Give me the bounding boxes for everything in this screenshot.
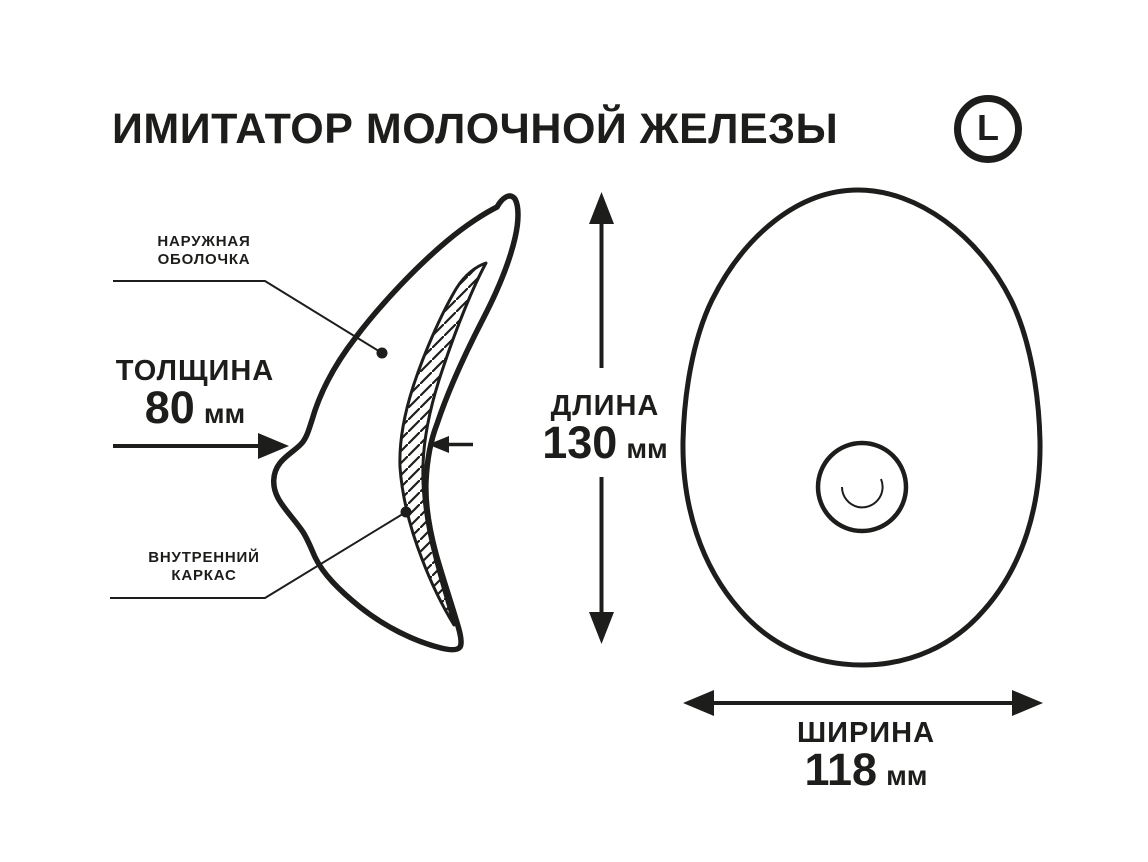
thickness-arrow [113,433,289,459]
width-dim-arrowhead-right [1012,690,1043,716]
inner-frame-leader-dot [400,506,412,518]
thickness-value-row: 80 мм [95,385,295,441]
length-dimension-text: ДЛИНА 130 мм [505,391,705,476]
inner-frame-label-line2: КАРКАС [171,567,237,584]
length-dimension [589,192,614,644]
outer-shell-leader-dot [376,347,388,359]
length-unit: мм [626,433,668,464]
length-dim-arrowhead-up [589,192,614,224]
nipple-circle [815,440,909,534]
width-dimension-text: ШИРИНА 118 мм [766,718,966,803]
length-label: ДЛИНА [550,390,660,422]
thickness-value: 80 [144,382,195,433]
inner-frame-label: ВНУТРЕННИЙ КАРКАС [113,549,295,585]
outer-shell-leader-line [113,280,383,354]
thickness-dimension-text: ТОЛЩИНА 80 мм [95,356,295,441]
front-view-outline [680,187,1043,668]
width-label: ШИРИНА [796,717,936,749]
thickness-unit: мм [203,398,246,429]
width-dimension [683,690,1043,716]
outer-shell-label-line1: НАРУЖНАЯ [157,233,251,250]
length-value: 130 [542,417,618,468]
size-badge: L [954,95,1022,163]
size-badge-letter: L [977,107,999,148]
thickness-arrowhead [258,433,289,459]
profile-view [271,193,521,653]
length-dim-arrowhead-down [589,612,614,644]
front-view [680,187,1043,668]
outer-shell-leader [113,280,388,359]
length-value-row: 130 мм [505,420,705,476]
outer-shell-label: НАРУЖНАЯ ОБОЛОЧКА [113,233,295,269]
width-value-row: 118 мм [766,747,966,803]
width-unit: мм [886,760,928,791]
inner-frame-leader-line [110,511,407,599]
outer-shell-label-line2: ОБОЛОЧКА [157,251,251,268]
width-value: 118 [804,744,878,795]
thickness-ref-arrowhead [428,436,449,453]
thickness-label: ТОЛЩИНА [115,355,275,387]
width-dim-arrowhead-left [683,690,714,716]
nipple-arc [841,478,884,509]
thickness-ref-arrow [428,436,473,453]
page-title: ИМИТАТОР МОЛОЧНОЙ ЖЕЛЕЗЫ [112,105,839,153]
inner-frame-leader [110,506,412,599]
inner-frame-label-line1: ВНУТРЕННИЙ [148,549,260,566]
inner-frame-hatched [398,261,488,627]
